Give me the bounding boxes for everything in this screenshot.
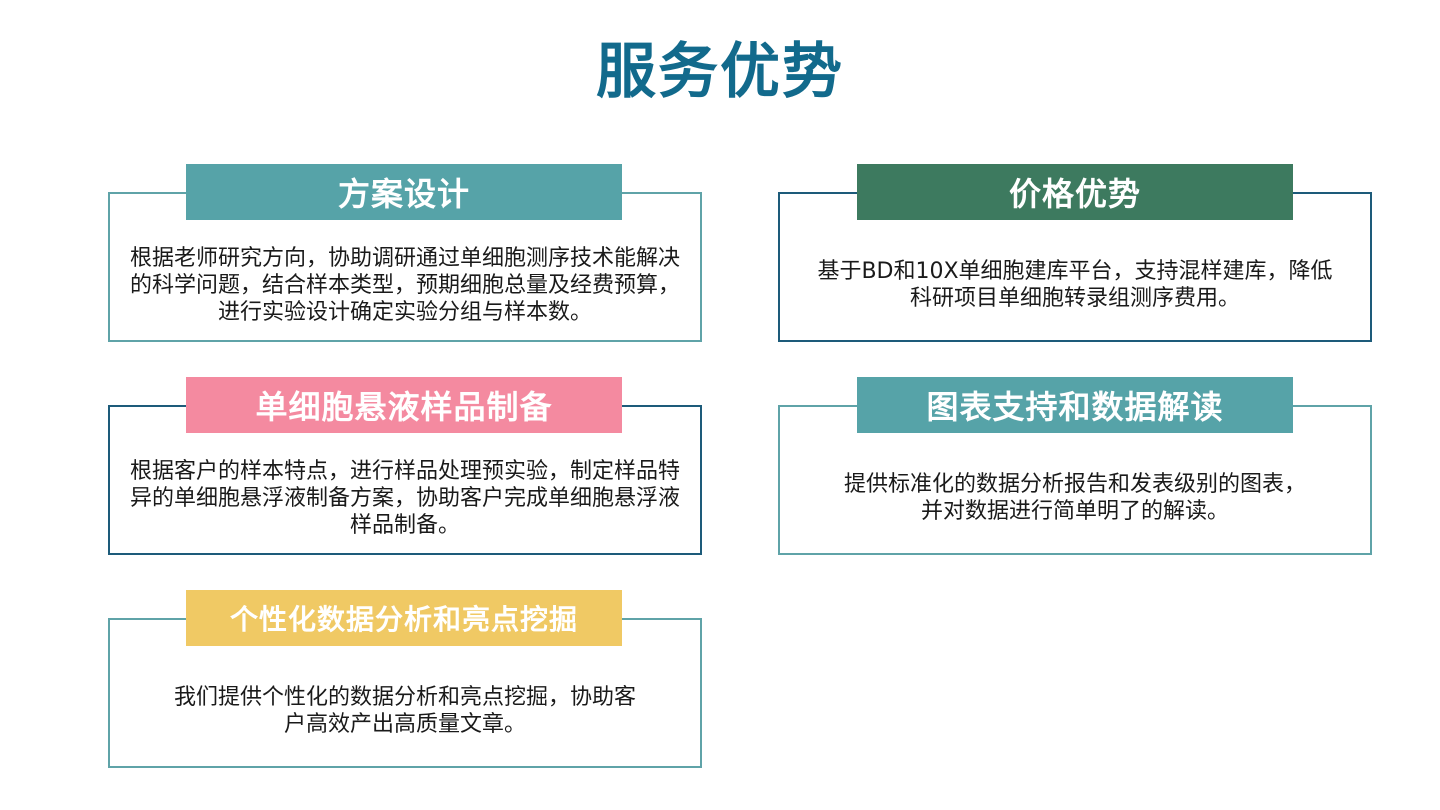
card-body: 提供标准化的数据分析报告和发表级别的图表，并对数据进行简单明了的解读。 (843, 472, 1306, 524)
card-header-custom-analysis: 个性化数据分析和亮点挖掘 (186, 590, 622, 646)
card-body: 我们提供个性化的数据分析和亮点挖掘，协助客户高效产出高质量文章。 (173, 685, 636, 737)
page-title: 服务优势 (596, 37, 844, 107)
card-header-price-advantage: 价格优势 (857, 164, 1293, 220)
card-body: 根据客户的样本特点，进行样品处理预实验，制定样品特异的单细胞悬浮液制备方案，协助… (129, 458, 680, 538)
card-header-sample-preparation: 单细胞悬液样品制备 (186, 377, 622, 433)
card-body: 根据老师研究方向，协助调研通过单细胞测序技术能解决的科学问题，结合样本类型，预期… (129, 245, 680, 325)
card-header-chart-support: 图表支持和数据解读 (857, 377, 1293, 433)
card-header-solution-design: 方案设计 (186, 164, 622, 220)
card-body: 基于BD和10X单细胞建库平台，支持混样建库，降低科研项目单细胞转录组测序费用。 (817, 259, 1333, 311)
